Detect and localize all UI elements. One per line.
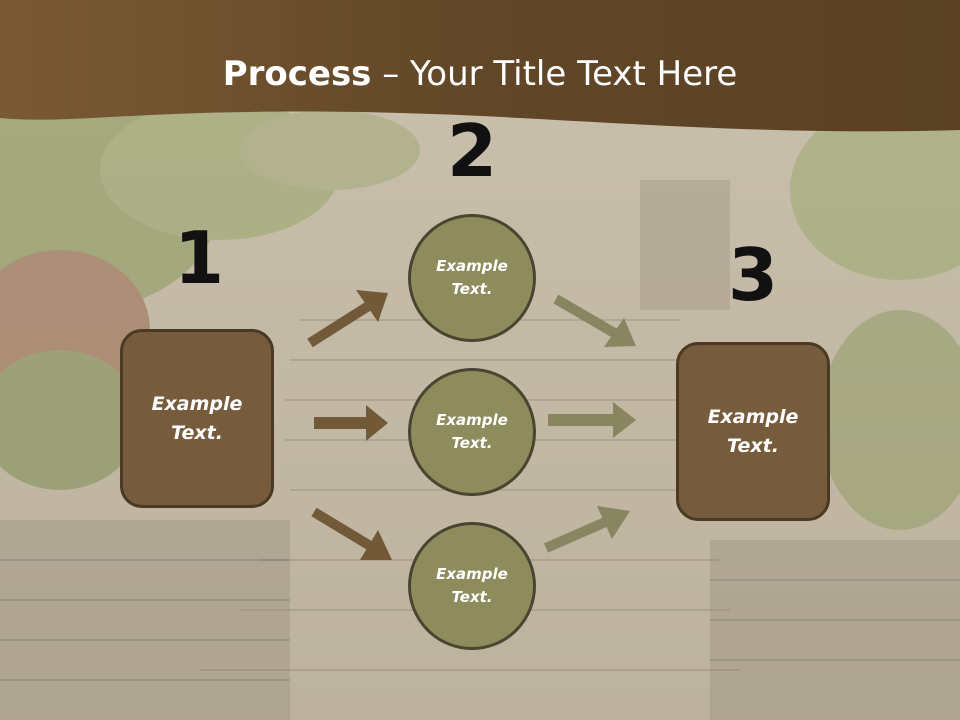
- circle-middle-text: Example Text.: [436, 411, 508, 452]
- arrow-bottom-to-right: [543, 506, 630, 553]
- right-box-text: Example Text.: [707, 405, 799, 457]
- circle-bottom: Example Text.: [408, 522, 536, 650]
- left-box-text: Example Text.: [151, 392, 243, 444]
- arrow-top-to-right: [553, 294, 636, 347]
- circle-bottom-text: Example Text.: [436, 565, 508, 606]
- circle-top-text: Example Text.: [436, 257, 508, 298]
- left-process-box: Example Text.: [120, 329, 274, 508]
- title-bold: Process: [222, 54, 372, 94]
- step-number-1: 1: [173, 216, 225, 300]
- slide-title: Process – Your Title Text Here: [0, 52, 960, 96]
- step-number-3: 3: [727, 233, 779, 317]
- header-band: [0, 0, 960, 132]
- step-number-2: 2: [446, 109, 498, 193]
- arrow-left-to-top: [307, 290, 388, 348]
- title-rest: – Your Title Text Here: [371, 54, 738, 94]
- circle-top: Example Text.: [408, 214, 536, 342]
- circle-middle: Example Text.: [408, 368, 536, 496]
- arrow-left-to-bottom: [311, 507, 392, 560]
- right-process-box: Example Text.: [676, 342, 830, 521]
- arrow-left-to-middle: [314, 405, 388, 441]
- arrow-middle-to-right: [548, 402, 636, 438]
